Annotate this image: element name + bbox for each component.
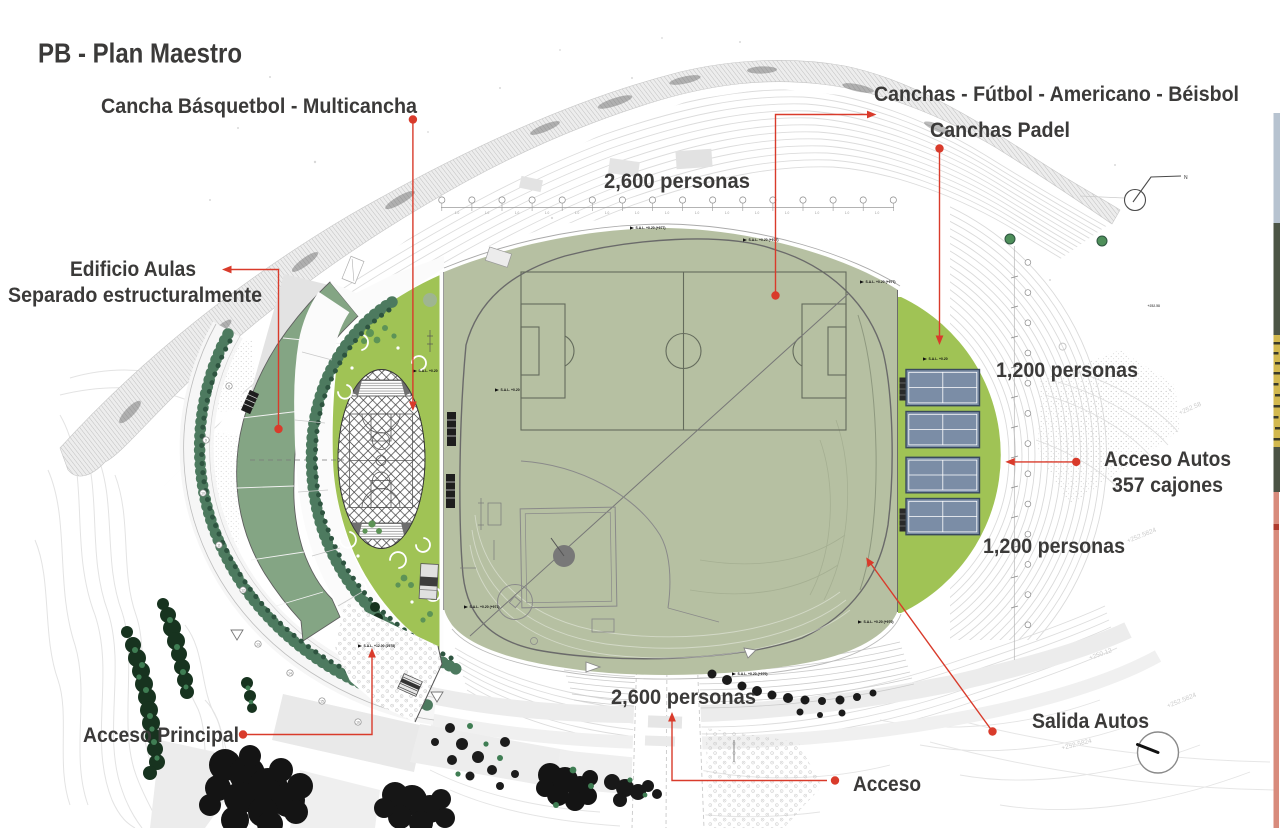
svg-text:1.0: 1.0 xyxy=(815,211,820,215)
svg-text:S.A.L. +0.20: S.A.L. +0.20 xyxy=(501,388,520,392)
svg-text:Acceso Autos: Acceso Autos xyxy=(1104,447,1231,471)
svg-text:S.A.L. +0.20 (+977): S.A.L. +0.20 (+977) xyxy=(749,238,779,242)
svg-text:1.0: 1.0 xyxy=(695,211,700,215)
svg-text:11: 11 xyxy=(217,543,221,547)
svg-text:Edificio Aulas: Edificio Aulas xyxy=(70,257,196,281)
svg-text:S.A.L. +0.20 (+971): S.A.L. +0.20 (+971) xyxy=(470,605,500,609)
svg-text:10: 10 xyxy=(201,491,205,495)
svg-text:1.0: 1.0 xyxy=(455,211,460,215)
svg-text:S.A.L. +0.20 (+970): S.A.L. +0.20 (+970) xyxy=(864,620,894,624)
svg-text:15: 15 xyxy=(320,699,324,703)
svg-text:1.0: 1.0 xyxy=(515,211,520,215)
svg-text:13: 13 xyxy=(256,642,260,646)
svg-text:N: N xyxy=(1184,175,1188,181)
svg-text:S.A.L. +0.20: S.A.L. +0.20 xyxy=(419,369,438,373)
svg-text:2,600 personas: 2,600 personas xyxy=(604,169,750,193)
svg-text:1.0: 1.0 xyxy=(665,211,670,215)
svg-text:1.0: 1.0 xyxy=(605,211,610,215)
svg-text:1.0: 1.0 xyxy=(845,211,850,215)
svg-text:Separado estructuralmente: Separado estructuralmente xyxy=(8,283,262,307)
svg-text:1.0: 1.0 xyxy=(635,211,640,215)
svg-text:14: 14 xyxy=(288,671,292,675)
svg-text:Canchas - Fútbol - Americano -: Canchas - Fútbol - Americano - Béisbol xyxy=(874,82,1239,106)
svg-text:+252.58: +252.58 xyxy=(1148,304,1160,308)
svg-text:8: 8 xyxy=(228,384,230,388)
svg-text:Salida Autos: Salida Autos xyxy=(1032,709,1149,733)
svg-text:Acceso: Acceso xyxy=(853,772,921,796)
svg-text:1,200 personas: 1,200 personas xyxy=(983,534,1125,558)
svg-text:2,600 personas: 2,600 personas xyxy=(611,685,756,709)
svg-text:S.A.L. +0.20 (+977): S.A.L. +0.20 (+977) xyxy=(866,280,896,284)
svg-text:1.0: 1.0 xyxy=(755,211,760,215)
svg-text:1.0: 1.0 xyxy=(485,211,490,215)
svg-text:1.0: 1.0 xyxy=(785,211,790,215)
svg-text:12: 12 xyxy=(241,588,245,592)
svg-text:S.A.L. +0.20: S.A.L. +0.20 xyxy=(929,357,948,361)
svg-text:PB - Plan Maestro: PB - Plan Maestro xyxy=(38,38,242,69)
svg-text:Canchas Padel: Canchas Padel xyxy=(930,118,1070,142)
svg-text:357 cajones: 357 cajones xyxy=(1112,473,1223,497)
svg-text:S.A.L. +12.00 (2978): S.A.L. +12.00 (2978) xyxy=(364,644,396,648)
svg-text:S.A.L. +0.20 (+977): S.A.L. +0.20 (+977) xyxy=(636,226,666,230)
svg-text:16: 16 xyxy=(356,720,360,724)
svg-text:1.0: 1.0 xyxy=(545,211,550,215)
svg-text:1,200 personas: 1,200 personas xyxy=(996,358,1138,382)
svg-text:S.A.L. +0.20 (+970): S.A.L. +0.20 (+970) xyxy=(738,672,768,676)
svg-text:1.0: 1.0 xyxy=(875,211,880,215)
svg-text:1.0: 1.0 xyxy=(725,211,730,215)
svg-text:9: 9 xyxy=(205,438,207,442)
svg-text:Cancha Básquetbol - Multicanch: Cancha Básquetbol - Multicancha xyxy=(101,94,418,118)
svg-text:Acceso Principal: Acceso Principal xyxy=(83,723,239,747)
svg-text:1.0: 1.0 xyxy=(575,211,580,215)
